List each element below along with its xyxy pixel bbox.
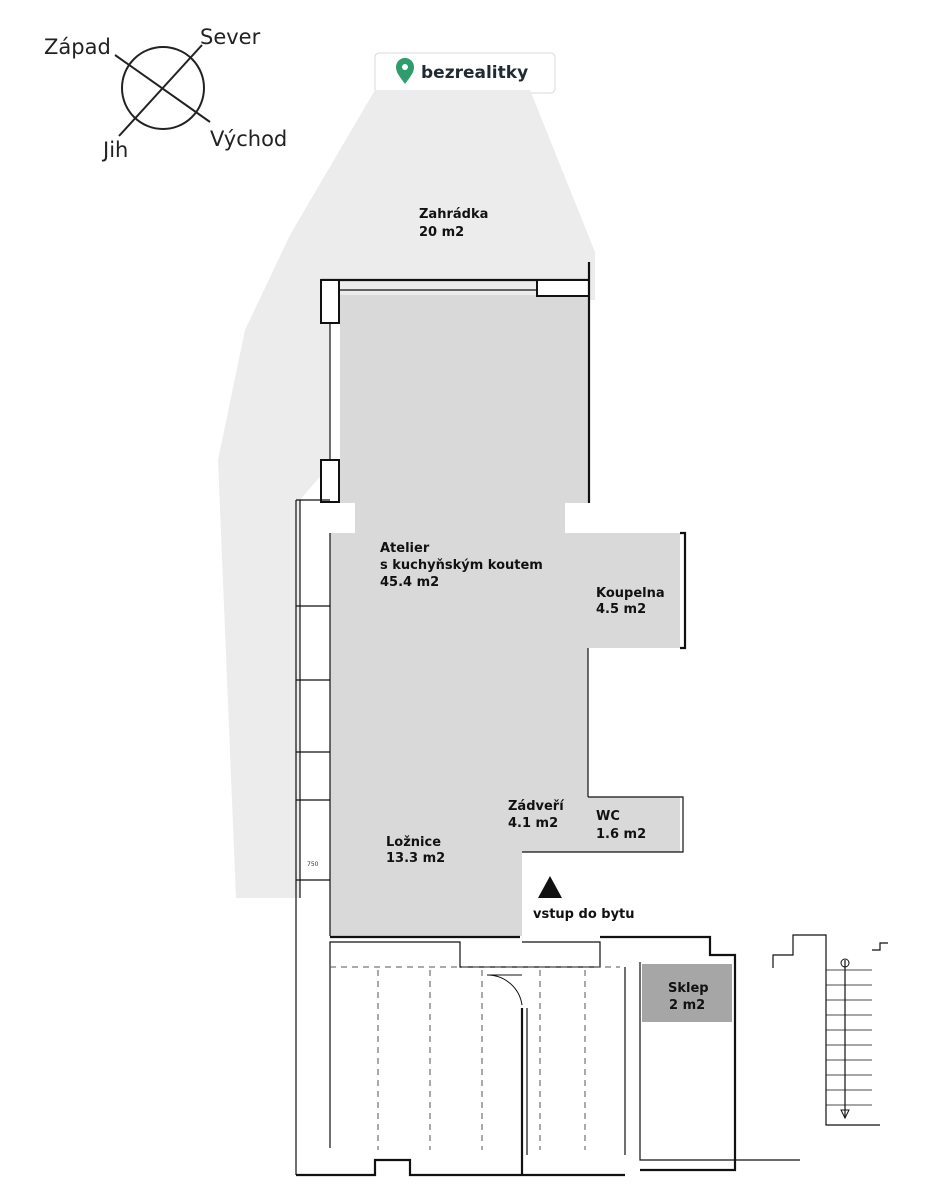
staircase-start xyxy=(840,958,850,968)
map-pin-icon-dot xyxy=(402,64,408,70)
staircase-corner xyxy=(872,942,888,951)
brand-name: bezrealitky xyxy=(421,63,528,83)
room-hall-name: Zádveří xyxy=(508,799,565,814)
room-wc-name: WC xyxy=(596,809,620,824)
wall-pillar-left-lower xyxy=(320,459,340,503)
basement-wall-left xyxy=(329,941,601,1148)
room-atelier-area: 45.4 m2 xyxy=(380,575,439,590)
cellar-fill xyxy=(642,964,732,1022)
apartment-walls: 750 xyxy=(295,262,687,1175)
room-bathroom-area: 4.5 m2 xyxy=(596,602,646,617)
room-atelier-name-line2: s kuchyňským koutem xyxy=(380,558,543,573)
window-dimension: 750 xyxy=(307,861,319,868)
basement-floor xyxy=(296,935,737,1177)
garden-area xyxy=(218,90,595,898)
wall-pillar-left xyxy=(320,279,340,324)
compass-axis-west-east xyxy=(114,54,211,123)
entrance-label: vstup do bytu xyxy=(533,907,635,922)
wall-pillar-right xyxy=(536,279,590,297)
wall-wc xyxy=(522,796,684,853)
room-cellar-area: 2 m2 xyxy=(669,998,705,1013)
room-cellar-name: Sklep xyxy=(668,981,709,996)
brand-badge: bezrealitky xyxy=(374,52,556,94)
compass: Západ Sever Jih Východ xyxy=(44,25,287,162)
basement-wall-right-block xyxy=(600,935,737,1172)
staircase xyxy=(772,934,888,1126)
map-pin-icon xyxy=(396,58,414,84)
compass-east-label: Východ xyxy=(210,127,287,151)
compass-west-label: Západ xyxy=(44,35,111,59)
room-atelier-name-line1: Atelier xyxy=(380,541,430,556)
compass-axis-north-south xyxy=(118,44,203,137)
door-swing xyxy=(486,974,523,1006)
compass-south-label: Jih xyxy=(101,138,128,162)
room-hall: Zádveří 4.1 m2 xyxy=(508,799,565,831)
room-bedroom-area: 13.3 m2 xyxy=(386,851,445,866)
room-hall-area: 4.1 m2 xyxy=(508,816,558,831)
room-wc-area: 1.6 m2 xyxy=(596,827,646,842)
entrance: vstup do bytu xyxy=(533,876,635,922)
staircase-wall xyxy=(772,934,880,1126)
room-garden-area: 20 m2 xyxy=(419,225,464,240)
compass-north-label: Sever xyxy=(200,25,261,49)
room-wc: WC 1.6 m2 xyxy=(596,809,646,842)
room-bedroom-name: Ložnice xyxy=(386,835,441,850)
staircase-direction-icon xyxy=(840,1109,850,1120)
room-atelier: Atelier s kuchyňským koutem 45.4 m2 xyxy=(380,541,543,590)
apartment-interior xyxy=(330,295,680,936)
room-bathroom-name: Koupelna xyxy=(596,586,665,601)
cellar-wall xyxy=(639,962,800,1161)
room-garden-name: Zahrádka xyxy=(419,207,488,222)
room-bathroom: Koupelna 4.5 m2 xyxy=(596,586,665,617)
room-garden: Zahrádka 20 m2 xyxy=(419,207,488,240)
basement-wall-outer xyxy=(296,1158,522,1177)
compass-circle xyxy=(121,46,205,130)
room-cellar: Sklep 2 m2 xyxy=(639,962,800,1161)
room-bedroom: Ložnice 13.3 m2 xyxy=(386,835,445,866)
entrance-arrow-icon xyxy=(538,876,562,898)
wall-bathroom-outline xyxy=(680,531,687,650)
stair-steps xyxy=(826,969,872,1106)
